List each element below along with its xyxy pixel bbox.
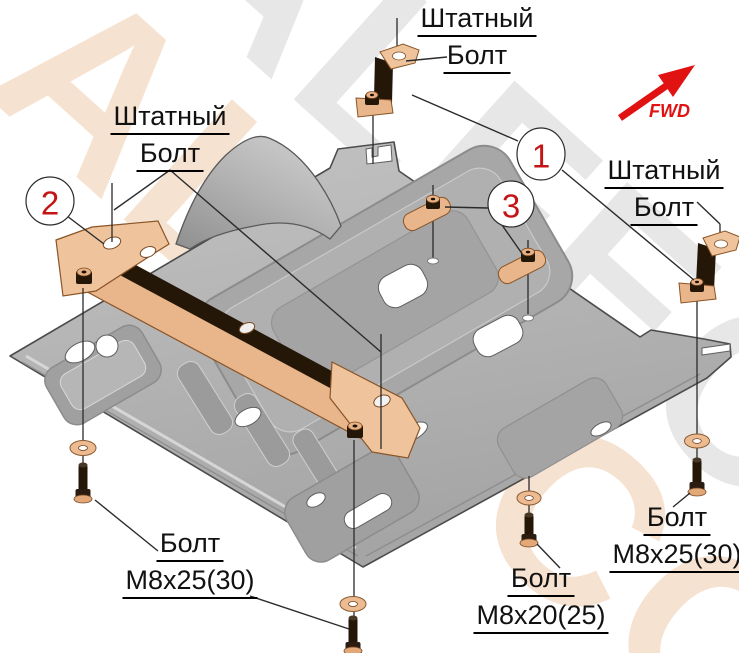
label-line: М8х25(30) bbox=[609, 540, 739, 573]
washer bbox=[516, 490, 542, 506]
crossbar-right-flange bbox=[329, 361, 421, 459]
bolt bbox=[73, 462, 93, 504]
plate-holes bbox=[64, 144, 731, 529]
washer bbox=[684, 433, 710, 449]
label-line: Штатный bbox=[604, 156, 724, 189]
callout-number: 2 bbox=[41, 185, 59, 222]
callout-1: 1 bbox=[516, 127, 566, 181]
label-bolt-m8x20-center: Болт М8х20(25) bbox=[473, 564, 609, 634]
label-line: Болт bbox=[643, 503, 711, 536]
callout-3: 3 bbox=[487, 180, 535, 228]
label-line: Болт bbox=[443, 41, 511, 74]
bolt bbox=[343, 615, 363, 653]
callout-number: 1 bbox=[532, 138, 550, 175]
plate-dome bbox=[175, 135, 342, 250]
label-line: Штатный bbox=[417, 4, 537, 37]
bolt-assembly-left bbox=[69, 440, 97, 504]
label-standard-bolt-left: Штатный Болт bbox=[110, 102, 230, 172]
crossbar-left-nut bbox=[76, 267, 92, 284]
label-line: М8х20(25) bbox=[473, 601, 609, 634]
bolt-assembly-center bbox=[516, 490, 542, 548]
washer bbox=[339, 596, 367, 612]
fwd-arrow-head-icon bbox=[658, 65, 695, 97]
crossbar-right-nut bbox=[347, 421, 363, 438]
label-standard-bolt-top: Штатный Болт bbox=[417, 4, 537, 74]
leader-lines bbox=[66, 56, 721, 630]
bolt bbox=[519, 512, 539, 548]
label-bolt-m8x25-right: Болт М8х25(30) bbox=[609, 503, 739, 573]
right-bracket bbox=[678, 224, 739, 352]
bolt-assembly-right bbox=[684, 433, 710, 497]
top-bracket bbox=[355, 18, 420, 164]
pilot-hole bbox=[427, 257, 439, 265]
label-line: М8х25(30) bbox=[122, 566, 258, 599]
callout-number: 3 bbox=[502, 188, 520, 225]
label-line: Болт bbox=[156, 529, 224, 562]
crossbar-bracket bbox=[55, 220, 421, 459]
label-line: Болт bbox=[507, 564, 575, 597]
fastener-tab-1 bbox=[402, 185, 452, 265]
label-line: Болт bbox=[136, 139, 204, 172]
bolt-assembly-bottom bbox=[339, 596, 367, 653]
label-line: Болт bbox=[630, 193, 698, 226]
fwd-arrow: FWD bbox=[618, 65, 695, 121]
callout-2: 2 bbox=[25, 176, 75, 226]
washer bbox=[69, 440, 97, 456]
fwd-label: FWD bbox=[649, 101, 690, 121]
pilot-hole bbox=[522, 314, 534, 322]
fwd-arrow-shaft bbox=[618, 83, 668, 121]
bolt bbox=[687, 457, 707, 497]
fastener-tab-2 bbox=[497, 240, 547, 322]
label-standard-bolt-right: Штатный Болт bbox=[604, 156, 724, 226]
label-line: Штатный bbox=[110, 102, 230, 135]
label-bolt-m8x25-left: Болт М8х25(30) bbox=[122, 529, 258, 599]
